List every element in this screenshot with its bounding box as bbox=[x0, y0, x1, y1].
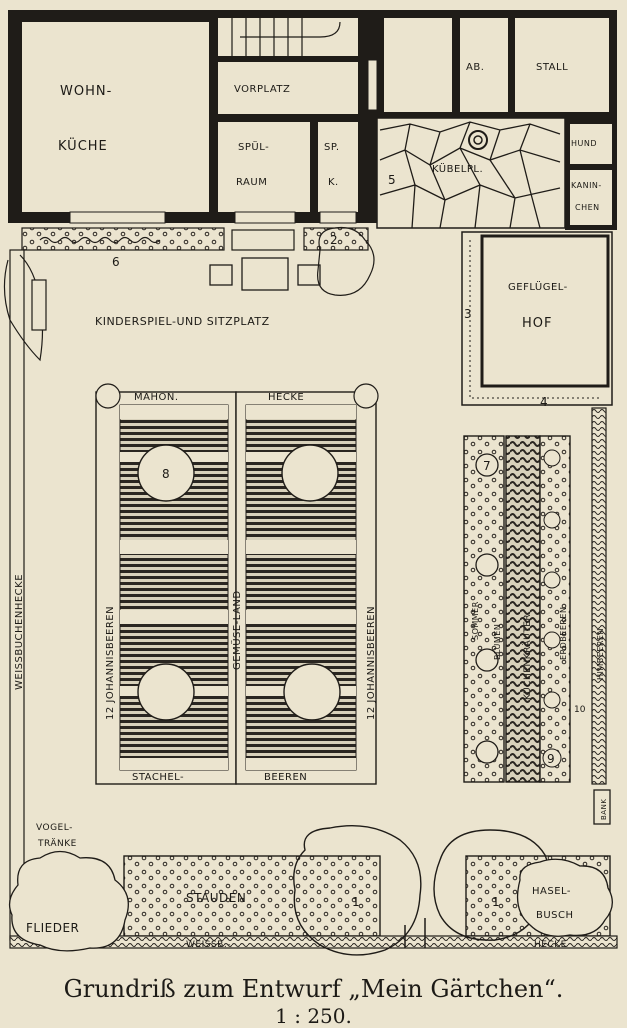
room-kaninchen bbox=[570, 170, 612, 225]
label-weissbuchenhecke: WEISSBUCHENHECKE bbox=[14, 574, 25, 690]
number-3: 3 bbox=[464, 307, 472, 321]
number-2: 2 bbox=[330, 233, 338, 247]
bed-stauden bbox=[123, 855, 381, 937]
label-hasel-2: BUSCH bbox=[536, 910, 574, 921]
bed-left bbox=[95, 383, 237, 785]
caption-scale: 1 : 250. bbox=[275, 1004, 352, 1028]
hasel-bush bbox=[516, 858, 613, 937]
label-stauden: STAUDEN bbox=[186, 891, 246, 905]
number-9: 9 bbox=[547, 752, 555, 766]
label-wohnkueche-2: KÜCHE bbox=[58, 137, 108, 154]
label-kaninchen-1: KANIN- bbox=[571, 181, 602, 190]
label-stall: STALL bbox=[536, 62, 568, 73]
hedge-bottom bbox=[9, 935, 618, 949]
room-abort bbox=[460, 18, 508, 112]
label-spuelraum-2: RAUM bbox=[236, 177, 267, 188]
label-wohnkueche-1: WOHN- bbox=[60, 84, 112, 99]
step-1 bbox=[231, 229, 295, 251]
label-vogel-1: VOGEL- bbox=[36, 823, 73, 833]
label-gefluegel-1: GEFLÜGEL- bbox=[508, 280, 568, 293]
room-speisekammer bbox=[318, 122, 358, 212]
label-speisekammer-2: K. bbox=[328, 177, 339, 188]
garden-furniture bbox=[209, 257, 321, 291]
bed-right bbox=[235, 383, 379, 785]
label-erdbeeren: ERDBEEREN bbox=[559, 607, 568, 660]
label-mahon: MAHON. bbox=[134, 392, 179, 403]
label-hecke-bottom: HECKE bbox=[534, 940, 567, 950]
label-sommerblumen-2: BLUMEN bbox=[493, 624, 502, 660]
plan-numbers: 1 1 2 3 4 5 6 7 8 9 10 bbox=[112, 173, 586, 909]
label-bank: BANK bbox=[600, 799, 608, 820]
bed-erdbeeren bbox=[539, 435, 571, 783]
label-spuelraum-1: SPÜL- bbox=[238, 140, 269, 153]
label-vorplatz: VORPLATZ bbox=[234, 84, 290, 95]
room-stall bbox=[515, 18, 609, 112]
room-vorplatz bbox=[218, 62, 358, 114]
label-kuechenkraeuter: KÜCHENKRÄUTER bbox=[522, 614, 533, 700]
staircase bbox=[231, 18, 341, 56]
number-5: 5 bbox=[388, 173, 396, 187]
label-stachel: STACHEL- bbox=[132, 772, 184, 783]
flieder-bush bbox=[8, 850, 129, 952]
house bbox=[8, 10, 378, 224]
label-beeren: BEEREN bbox=[264, 772, 307, 783]
label-speisekammer-1: SP. bbox=[324, 142, 340, 153]
room-hund bbox=[570, 124, 612, 164]
number-10: 10 bbox=[574, 705, 586, 715]
label-sommerblumen-1: SOMMER bbox=[471, 601, 480, 640]
tree-near-house bbox=[317, 226, 375, 296]
caption-title: Grundriß zum Entwurf „Mein Gärtchen“. bbox=[63, 975, 564, 1003]
label-johannis-left: 12 JOHANNISBEEREN bbox=[105, 606, 116, 720]
terrace-strip bbox=[21, 227, 225, 251]
number-6: 6 bbox=[112, 255, 120, 269]
number-7: 7 bbox=[483, 459, 491, 473]
number-1-hasel: 1 bbox=[492, 895, 500, 909]
stable-building bbox=[377, 10, 617, 230]
number-8: 8 bbox=[162, 467, 170, 481]
gefluegelhof bbox=[461, 231, 613, 406]
room-spuelraum bbox=[218, 122, 310, 212]
label-hasel-1: HASEL- bbox=[532, 886, 571, 897]
number-1-stauden: 1 bbox=[352, 895, 360, 909]
number-4: 4 bbox=[540, 395, 548, 409]
labels: WOHN- KÜCHE VORPLATZ SPÜL- RAUM SP. K. A… bbox=[14, 62, 608, 950]
bed-himbeeren bbox=[591, 407, 607, 785]
tree-bottom-middle bbox=[293, 825, 422, 956]
kuebelplatz-paving bbox=[376, 117, 566, 229]
label-hund: HUND bbox=[571, 139, 597, 148]
bench bbox=[593, 789, 611, 825]
label-johannis-right: 12 JOHANNISBEEREN bbox=[366, 606, 377, 720]
entrance bbox=[404, 918, 426, 948]
label-abort: AB. bbox=[466, 62, 484, 73]
label-vogel-2: TRÄNKE bbox=[37, 838, 77, 849]
label-spielplatz: KINDERSPIEL-UND SITZPLATZ bbox=[95, 315, 270, 328]
label-gemuese: GEMÜSE-LAND bbox=[230, 590, 243, 670]
bed-sommerblumen bbox=[463, 435, 505, 783]
room-wohnkueche bbox=[22, 22, 209, 212]
bed-kuechenkraeuter bbox=[505, 435, 541, 783]
label-hecke-top: HECKE bbox=[268, 392, 304, 403]
label-himbeeren: HIMBEEREN bbox=[596, 628, 605, 680]
label-kaninchen-2: CHEN bbox=[575, 203, 600, 212]
label-gefluegel-2: HOF bbox=[522, 316, 553, 331]
label-flieder: FLIEDER bbox=[26, 921, 79, 935]
label-kuebelplatz: KÜBELPL. bbox=[432, 162, 483, 175]
label-weissb: WEISSB.- bbox=[186, 940, 231, 950]
